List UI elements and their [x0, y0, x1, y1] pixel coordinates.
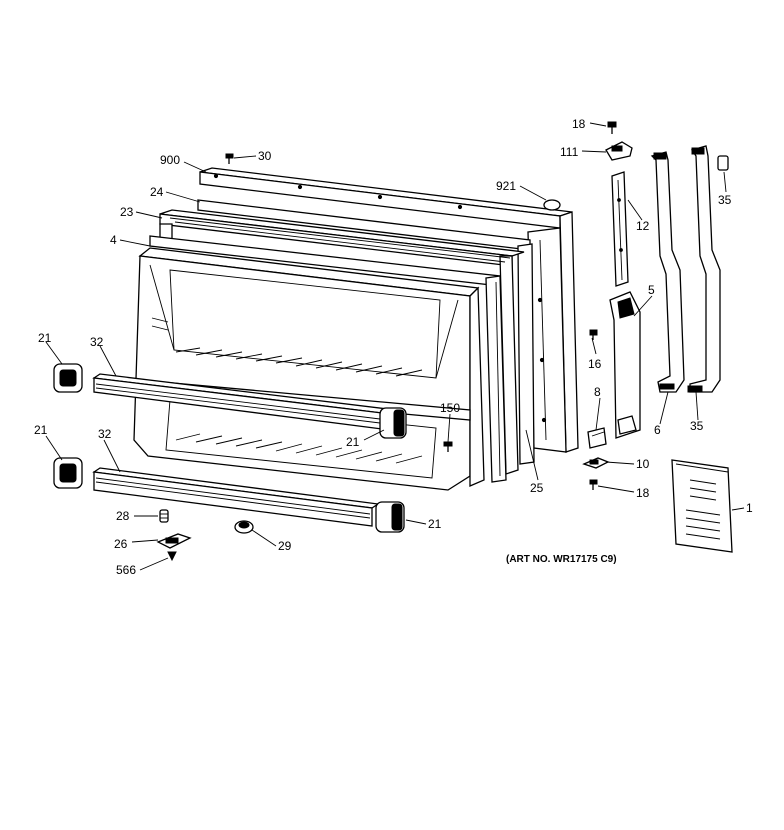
screw-18-top	[607, 121, 617, 134]
callout-26: 26	[114, 537, 128, 551]
callout-4: 4	[110, 233, 117, 247]
art-number: (ART NO. WR17175 C9)	[506, 554, 617, 565]
callout-566: 566	[116, 563, 136, 577]
part-26	[156, 533, 192, 549]
shelf-end-cap-left-lower	[53, 457, 83, 489]
callout-111: 111	[560, 145, 579, 159]
callout-5: 5	[648, 283, 655, 297]
upper-shelf-ribs	[175, 347, 423, 377]
part-566	[167, 551, 177, 562]
callout-921: 921	[496, 179, 516, 193]
callout-16: 16	[588, 357, 602, 371]
shelf-end-cap-right-lower	[375, 501, 405, 533]
callout-32: 32	[90, 335, 104, 349]
callout-12: 12	[636, 219, 650, 233]
callout-35: 35	[690, 419, 704, 433]
callout-25: 25	[530, 481, 544, 495]
callout-29: 29	[278, 539, 292, 553]
callout-900: 900	[160, 153, 180, 167]
callout-1: 1	[746, 501, 753, 515]
screw-18-bottom	[589, 479, 598, 490]
hinge-bracket-12	[611, 171, 629, 287]
callout-32: 32	[98, 427, 112, 441]
callout-23: 23	[120, 205, 134, 219]
callout-8: 8	[594, 385, 601, 399]
callout-21: 21	[38, 331, 52, 345]
callout-21: 21	[34, 423, 48, 437]
strap-6	[650, 151, 685, 393]
plug-921	[543, 199, 561, 211]
instruction-booklet	[671, 459, 733, 553]
leader-lines	[45, 122, 745, 571]
door-gasket-inner	[149, 235, 507, 483]
callout-6: 6	[654, 423, 661, 437]
door-gasket	[197, 199, 535, 465]
bracket-8	[587, 427, 607, 449]
bracket-5	[609, 291, 641, 439]
callout-30: 30	[258, 149, 272, 163]
part-29	[234, 520, 254, 534]
screw-16	[589, 329, 598, 340]
outer-door-panel	[199, 167, 579, 453]
inner-door-liner	[133, 247, 485, 491]
part-10	[582, 457, 610, 469]
strap-35	[687, 145, 721, 393]
shelf-end-cap-left-upper	[53, 363, 83, 393]
callout-21: 21	[428, 517, 442, 531]
callout-35: 35	[718, 193, 732, 207]
part-28	[159, 509, 169, 523]
callout-24: 24	[150, 185, 164, 199]
upper-shelf-bar	[92, 373, 398, 431]
clip-35	[717, 155, 729, 171]
callout-18: 18	[572, 117, 586, 131]
callout-18: 18	[636, 486, 650, 500]
shelf-end-cap-right-upper	[379, 407, 407, 439]
callout-labels: 18 111 30 900 921 35 24 23 12 4 5 21 32 …	[34, 117, 753, 577]
callout-21: 21	[346, 435, 360, 449]
screw-30	[225, 153, 234, 164]
callout-150: 150	[440, 401, 460, 415]
lower-shelf-bar	[92, 467, 380, 527]
callout-10: 10	[636, 457, 650, 471]
lower-shelf-ribs	[175, 433, 423, 464]
callout-28: 28	[116, 509, 130, 523]
hinge-pin-111	[605, 141, 633, 161]
